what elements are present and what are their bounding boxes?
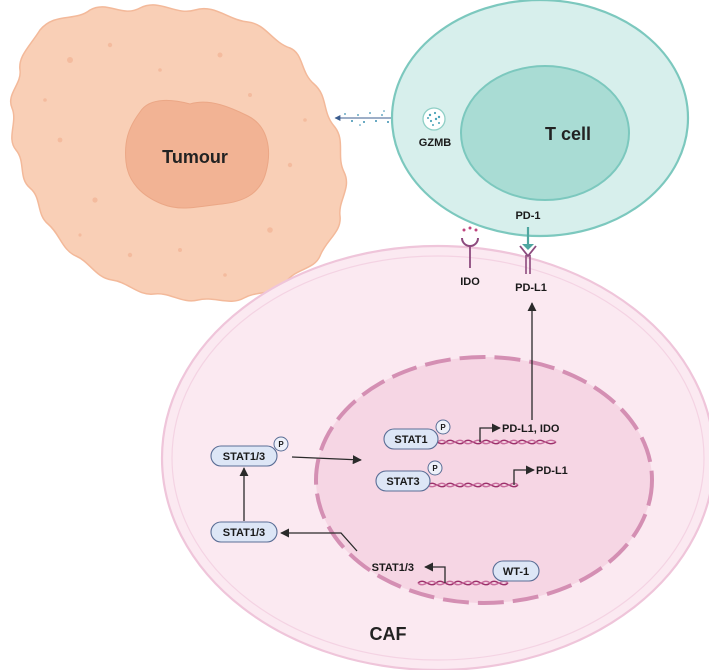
pd1-pdl1-interaction: PD-1 PD-L1 bbox=[515, 210, 547, 294]
pdl1-surface-label: PD-L1 bbox=[515, 282, 547, 294]
t-cell: T cell GZMB bbox=[390, 0, 690, 238]
stat13-upper-label: STAT1/3 bbox=[223, 451, 265, 463]
tumour-label: Tumour bbox=[162, 147, 228, 167]
stat1-phospho-label: P bbox=[440, 423, 446, 432]
ido-surface: IDO bbox=[460, 226, 480, 288]
stat3-label: STAT3 bbox=[386, 476, 419, 488]
wt1-label: WT-1 bbox=[503, 566, 529, 578]
gzmb-granule-icon bbox=[422, 107, 446, 131]
stat13-cytoplasm-upper: STAT1/3 P bbox=[210, 436, 289, 467]
caf-nucleus bbox=[314, 355, 654, 605]
stat3-phospho-label: P bbox=[432, 464, 438, 473]
stat1-transcription-arrow bbox=[479, 423, 501, 442]
ido-dots-icon bbox=[462, 226, 478, 232]
stat13-upper-pill bbox=[210, 445, 278, 467]
tumour-cell: Tumour bbox=[9, 4, 348, 302]
wt1-transcription-arrow bbox=[424, 562, 446, 583]
stat3-pill bbox=[375, 470, 431, 492]
t-cell-nucleus bbox=[460, 65, 630, 201]
stat3-target-label: PD-L1 bbox=[536, 465, 568, 477]
stat1-pill bbox=[383, 428, 439, 450]
stat3-phospho-icon bbox=[427, 460, 443, 476]
stat13-lower-label: STAT1/3 bbox=[223, 527, 265, 539]
stat13-export-arrow bbox=[280, 528, 358, 552]
stat13-cytoplasm-lower: STAT1/3 bbox=[210, 521, 278, 543]
stat13-lower-pill bbox=[210, 521, 278, 543]
stat1-promoter: PD-L1, IDO STAT1 P bbox=[383, 419, 560, 450]
stat13-upper-phospho-icon bbox=[273, 436, 289, 452]
t-cell-label: T cell bbox=[545, 124, 591, 144]
stat1-target-label: PD-L1, IDO bbox=[502, 423, 560, 435]
caf-inner-membrane bbox=[171, 255, 705, 661]
stat13-nuclear-import-arrow bbox=[291, 455, 362, 465]
caf-label: CAF bbox=[370, 624, 407, 644]
caf-cell: CAF bbox=[160, 244, 709, 670]
ido-surface-label: IDO bbox=[460, 276, 480, 288]
pd1-head bbox=[522, 244, 534, 250]
stat13-upper-phospho-label: P bbox=[278, 440, 284, 449]
wt1-pill bbox=[492, 560, 540, 582]
stat1-phospho-icon bbox=[435, 419, 451, 435]
stat1-label: STAT1 bbox=[394, 434, 427, 446]
stat13-free-label: STAT1/3 bbox=[372, 562, 414, 574]
ido-receptor bbox=[461, 237, 479, 247]
stat3-transcription-arrow bbox=[513, 465, 535, 485]
pdl1-receptor bbox=[519, 245, 537, 258]
tumour-nucleus bbox=[125, 100, 269, 209]
gzmb-label: GZMB bbox=[419, 137, 451, 149]
tumour-vesicles bbox=[43, 42, 307, 277]
stat3-promoter: PD-L1 STAT3 P bbox=[375, 460, 568, 492]
wt1-promoter: STAT1/3 WT-1 bbox=[372, 560, 540, 586]
pd1-label: PD-1 bbox=[515, 210, 540, 222]
